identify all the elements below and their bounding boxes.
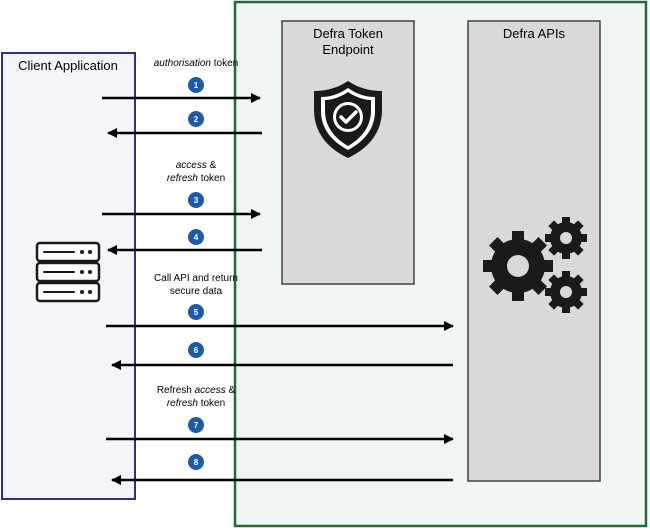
step-badge-2: 2: [188, 111, 204, 127]
apis-label: Defra APIs: [503, 26, 566, 41]
svg-text:4: 4: [194, 233, 199, 242]
step-badge-8: 8: [188, 454, 204, 470]
step-badge-1: 1: [188, 77, 204, 93]
shield-check-icon: [314, 81, 382, 158]
server-icon: [35, 241, 101, 303]
svg-text:7: 7: [194, 421, 199, 430]
access-refresh-label-line1: access &: [176, 160, 217, 171]
step-badge-5: 5: [188, 304, 204, 320]
step-badge-4: 4: [188, 229, 204, 245]
step-badge-3: 3: [188, 192, 204, 208]
step-badge-6: 6: [188, 342, 204, 358]
refresh-label-line2: refresh token: [167, 398, 225, 409]
token-endpoint-label-line2: Endpoint: [322, 42, 374, 57]
access-refresh-label-line2: refresh token: [167, 173, 225, 184]
call-api-label-line1: Call API and return: [154, 273, 238, 284]
authorisation-token-label: authorisation token: [154, 58, 239, 69]
client-application-label: Client Application: [18, 58, 118, 73]
svg-text:8: 8: [194, 458, 199, 467]
token-endpoint-label-line1: Defra Token: [313, 26, 383, 41]
svg-text:3: 3: [194, 196, 199, 205]
svg-text:1: 1: [194, 81, 199, 90]
svg-text:6: 6: [194, 346, 199, 355]
svg-text:5: 5: [194, 308, 199, 317]
refresh-label-line1: Refresh access &: [157, 385, 236, 396]
step-badge-7: 7: [188, 417, 204, 433]
call-api-label-line2: secure data: [170, 286, 223, 297]
svg-text:2: 2: [194, 115, 199, 124]
